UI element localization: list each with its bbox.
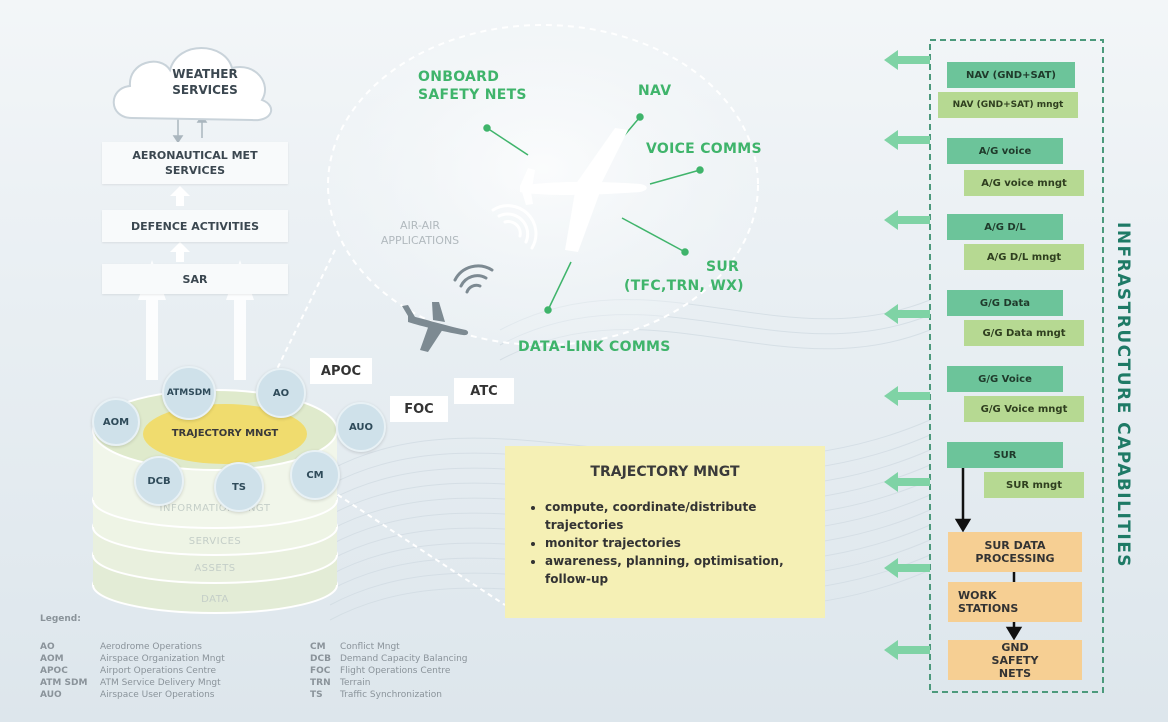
sur-label: SUR (706, 259, 740, 275)
defence-activities-box: DEFENCE ACTIVITIES (102, 210, 288, 242)
cylinder-stack (92, 389, 338, 614)
voice-comms-label: VOICE COMMS (646, 141, 762, 157)
disc-atmsdm: ATMSDM (162, 366, 216, 420)
sar-box: SAR (102, 264, 288, 294)
disc-cm: CM (290, 450, 340, 500)
layer-data: DATA (201, 594, 229, 605)
infra-mngt-ag-dl: A/G D/L mngt (964, 244, 1084, 270)
trajectory-mngt-core-label: TRAJECTORY MNGT (171, 428, 279, 439)
layer-services: SERVICES (188, 536, 242, 547)
infra-mngt-nav: NAV (GND+SAT) mngt (938, 92, 1078, 118)
disc-auo: AUO (336, 402, 386, 452)
infra-main-ag-dl: A/G D/L (947, 214, 1063, 240)
disc-ao: AO (256, 368, 306, 418)
sur-data-processing-box: SUR DATA PROCESSING (948, 532, 1082, 572)
infra-main-ag-voice: A/G voice (947, 138, 1063, 164)
trajectory-bullet: compute, coordinate/distribute trajector… (545, 498, 825, 534)
onboard-safety-nets-label: ONBOARD SAFETY NETS (418, 69, 527, 103)
work-stations-label: WORK STATIONS (958, 589, 1019, 615)
sur-subtitle-label: (TFC,TRN, WX) (624, 278, 744, 294)
trajectory-bullet-list: compute, coordinate/distribute trajector… (533, 498, 825, 588)
aeronautical-met-services-box: AERONAUTICAL MET SERVICES (102, 142, 288, 184)
disc-ts: TS (214, 462, 264, 512)
nav-label: NAV (638, 83, 672, 99)
infrastructure-capabilities-title: INFRASTRUCTURE CAPABILITIES (1113, 222, 1133, 569)
infra-main-nav: NAV (GND+SAT) (947, 62, 1075, 88)
trajectory-bullet: awareness, planning, optimisation, follo… (545, 552, 825, 588)
layer-information-mngt: INFORMATION MNGT (159, 503, 271, 514)
infra-mngt-gg-data: G/G Data mngt (964, 320, 1084, 346)
work-stations-box: WORK STATIONS (948, 582, 1082, 622)
foc-tag: FOC (390, 396, 448, 422)
apoc-tag: APOC (310, 358, 372, 384)
gnd-safety-nets-box: GND SAFETY NETS (948, 640, 1082, 680)
infra-main-gg-data: G/G Data (947, 290, 1063, 316)
trajectory-mngt-card: TRAJECTORY MNGT compute, coordinate/dist… (505, 446, 825, 618)
air-air-applications-label: AIR-AIR APPLICATIONS (380, 219, 460, 247)
infra-main-sur: SUR (947, 442, 1063, 468)
infra-mngt-ag-voice: A/G voice mngt (964, 170, 1084, 196)
infrastructure-container (929, 39, 1104, 693)
infra-mngt-sur: SUR mngt (984, 472, 1084, 498)
infra-main-gg-voice: G/G Voice (947, 366, 1063, 392)
atc-tag: ATC (454, 378, 514, 404)
airplane-icon (520, 128, 647, 252)
disc-aom: AOM (92, 398, 140, 446)
layer-assets: ASSETS (194, 563, 236, 574)
trajectory-bullet: monitor trajectories (545, 534, 825, 552)
legend-heading: Legend: (40, 614, 81, 624)
weather-services-label: WEATHER SERVICES (172, 67, 238, 97)
disc-dcb: DCB (134, 456, 184, 506)
trajectory-card-title: TRAJECTORY MNGT (590, 464, 740, 480)
second-airplane-icon (402, 302, 469, 352)
infra-mngt-gg-voice: G/G Voice mngt (964, 396, 1084, 422)
data-link-comms-label: DATA-LINK COMMS (518, 339, 671, 355)
cloud-shape (112, 47, 273, 122)
